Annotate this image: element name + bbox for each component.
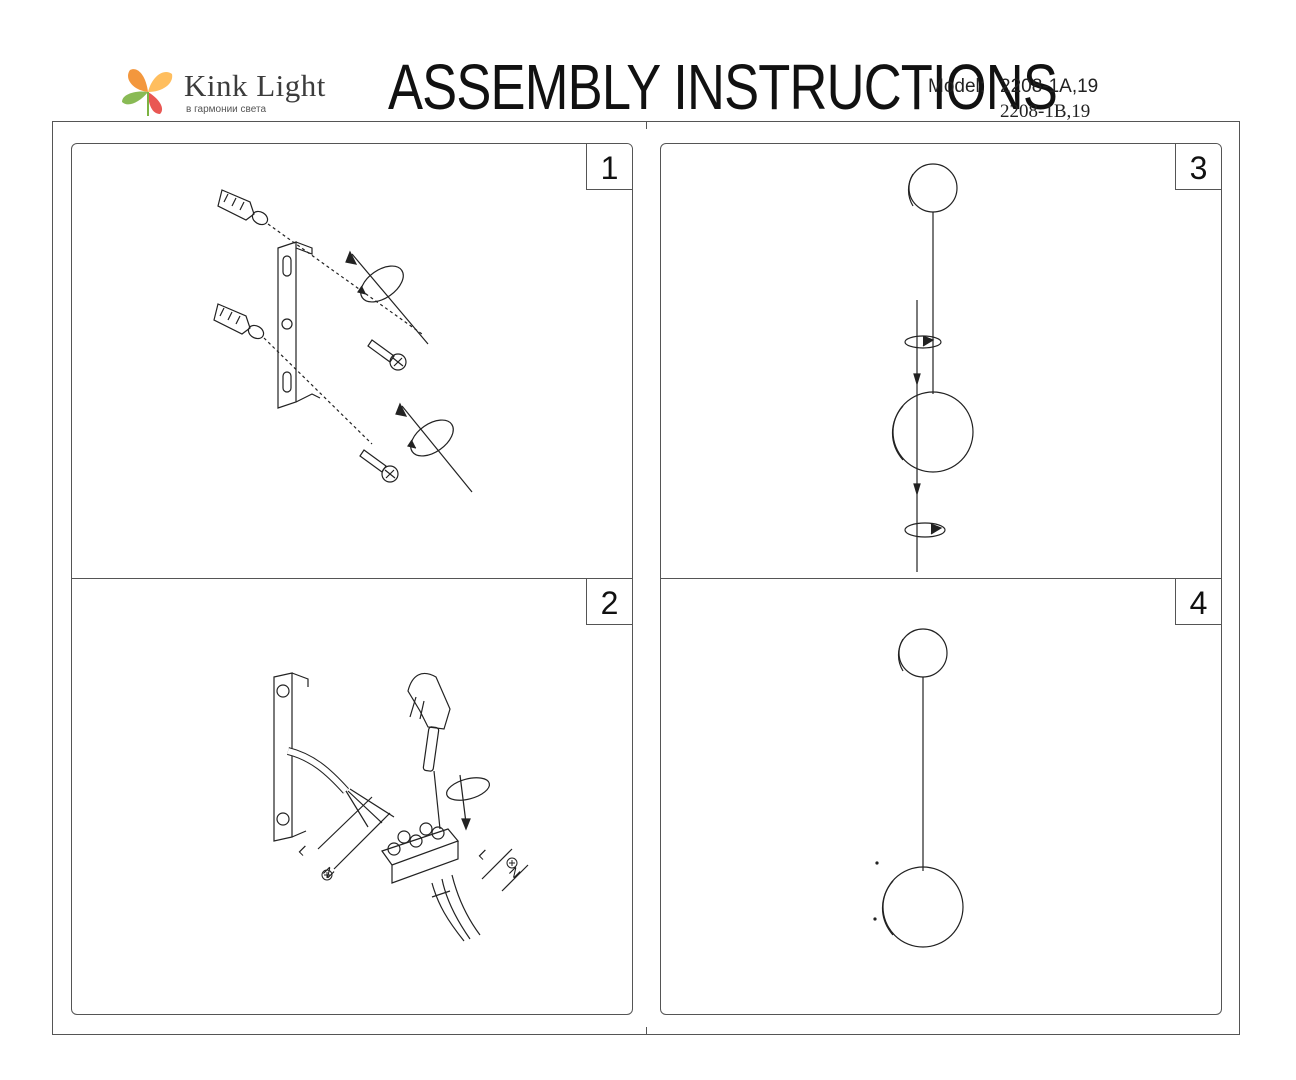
assembled-lamp-illustration [873, 628, 964, 948]
page-title: ASSEMBLY INSTRUCTIONS [388, 51, 1058, 123]
lower-disc-icon [892, 391, 974, 473]
step-3-number: 3 [1175, 144, 1221, 190]
step-1-number: 1 [586, 144, 632, 190]
screw-icon [359, 449, 399, 483]
ground-icon [506, 857, 518, 869]
screw-icon [913, 483, 921, 497]
brand-name: Kink Light [184, 68, 326, 103]
step-4-number: 4 [1175, 579, 1221, 625]
wiring-illustration [273, 672, 529, 942]
model-number-2: 2208-1B,19 [1000, 101, 1091, 122]
brand-logo: Kink Light в гармонии света [118, 62, 328, 118]
terminal-block-icon [381, 822, 460, 884]
hand-screwdriver-icon [407, 672, 451, 830]
center-tick-top [646, 121, 647, 129]
screw-icon [367, 339, 407, 371]
step-2-number: 2 [586, 579, 632, 625]
mounting-bracket-icon [277, 241, 321, 409]
step-4-panel: 4 [660, 578, 1222, 1015]
flower-logo-icon [122, 69, 173, 116]
model-number-1: 2208-1A,19 [1000, 76, 1099, 97]
wall-anchor-bracket-illustration [213, 189, 473, 493]
lower-disc-icon [882, 866, 964, 948]
ground-symbols [321, 857, 518, 881]
ground-icon [321, 869, 333, 881]
wall-anchor-icon [213, 303, 265, 340]
step-2-panel: 2 [71, 578, 633, 1015]
wall-anchor-icon [217, 189, 269, 226]
lamp-attach-illustration [892, 163, 974, 572]
upper-disc-icon [907, 163, 958, 213]
brand-tagline: в гармонии света [186, 104, 267, 115]
center-tick-bottom [646, 1027, 647, 1035]
step-3-panel: 3 [660, 143, 1222, 580]
step-1-panel: 1 [71, 143, 633, 580]
upper-disc-icon [897, 628, 948, 678]
model-label: Model: [928, 76, 986, 97]
mounting-bracket-icon [273, 672, 309, 842]
screw-icon [913, 373, 921, 387]
